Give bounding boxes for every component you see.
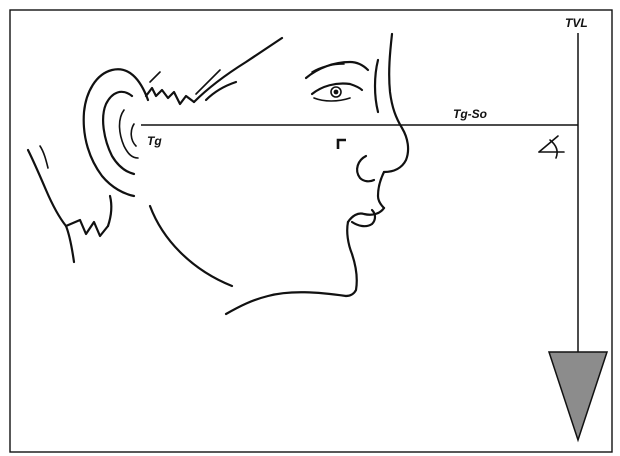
tvl-label: TVL: [565, 16, 588, 30]
tg-label: Tg: [147, 134, 162, 148]
tg-so-label: Tg-So: [453, 107, 487, 121]
